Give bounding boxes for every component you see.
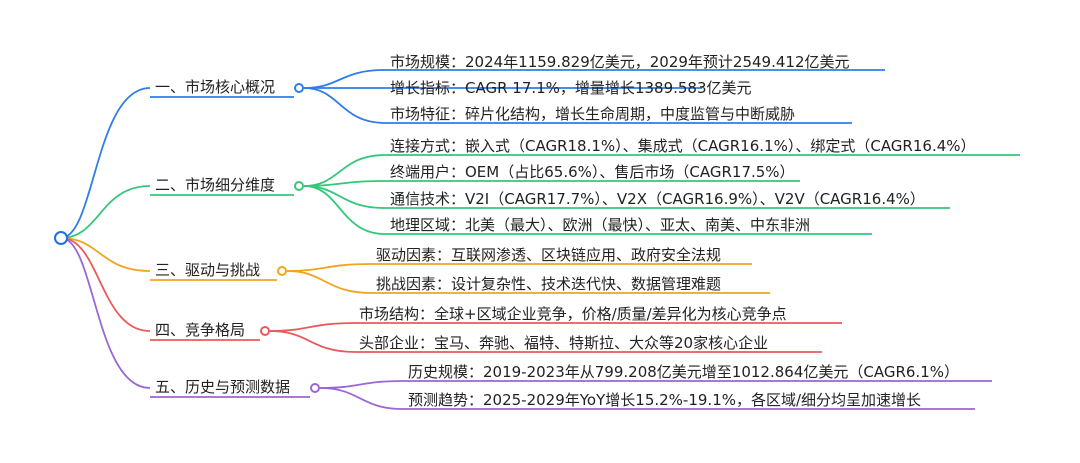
leaf-growth-indicator[interactable]: 增长指标：CAGR 17.1%，增量增长1389.583亿美元 (390, 79, 752, 97)
leaf-challenges[interactable]: 挑战因素：设计复杂性、技术迭代快、数据管理难题 (376, 275, 722, 293)
leaf-drivers[interactable]: 驱动因素：互联网渗透、区块链应用、政府安全法规 (376, 246, 722, 264)
branch-node-history-forecast[interactable] (310, 383, 320, 393)
branch-label-segmentation[interactable]: 二、市场细分维度 (155, 176, 276, 194)
leaf-forecast-trend[interactable]: 预测趋势：2025-2029年YoY增长15.2%-19.1%，各区域/细分均呈… (408, 391, 922, 409)
branch-node-drivers-challenges[interactable] (277, 266, 287, 276)
leaf-communication-tech[interactable]: 通信技术：V2I（CAGR17.7%）、V2X（CAGR16.9%）、V2V（C… (390, 190, 925, 208)
leaf-end-user[interactable]: 终端用户：OEM（占比65.6%）、售后市场（CAGR17.5%） (390, 163, 795, 181)
leaf-top-companies[interactable]: 头部企业：宝马、奔驰、福特、特斯拉、大众等20家核心企业 (359, 334, 769, 352)
leaf-history-size[interactable]: 历史规模：2019-2023年从799.208亿美元增至1012.864亿美元（… (408, 363, 959, 381)
branch-label-competition[interactable]: 四、竞争格局 (155, 321, 246, 339)
root-node[interactable] (54, 231, 68, 245)
link-root-branch4 (60, 237, 151, 332)
branch-label-drivers-challenges[interactable]: 三、驱动与挑战 (155, 261, 261, 279)
branch-node-segmentation[interactable] (294, 181, 304, 191)
leaf-market-structure[interactable]: 市场结构：全球+区域企业竞争，价格/质量/差异化为核心竞争点 (359, 305, 787, 323)
link-root-branch3 (60, 237, 151, 272)
leaf-geography[interactable]: 地理区域：北美（最大）、欧洲（最快）、亚太、南美、中东非洲 (390, 216, 811, 234)
leaf-market-size[interactable]: 市场规模：2024年1159.829亿美元，2029年预计2549.412亿美元 (390, 53, 850, 71)
link-root-branch1 (60, 87, 151, 239)
leaf-connection-type[interactable]: 连接方式：嵌入式（CAGR18.1%）、集成式（CAGR16.1%）、绑定式（C… (390, 137, 976, 155)
branch-node-overview[interactable] (294, 83, 304, 93)
branch-node-competition[interactable] (260, 326, 270, 336)
link-root-branch2 (60, 185, 151, 239)
branch-label-history-forecast[interactable]: 五、历史与预测数据 (155, 378, 291, 396)
branch-label-overview[interactable]: 一、市场核心概况 (155, 78, 276, 96)
leaf-market-features[interactable]: 市场特征：碎片化结构，增长生命周期，中度监管与中断威胁 (390, 105, 796, 123)
link-root-branch5 (60, 237, 151, 389)
